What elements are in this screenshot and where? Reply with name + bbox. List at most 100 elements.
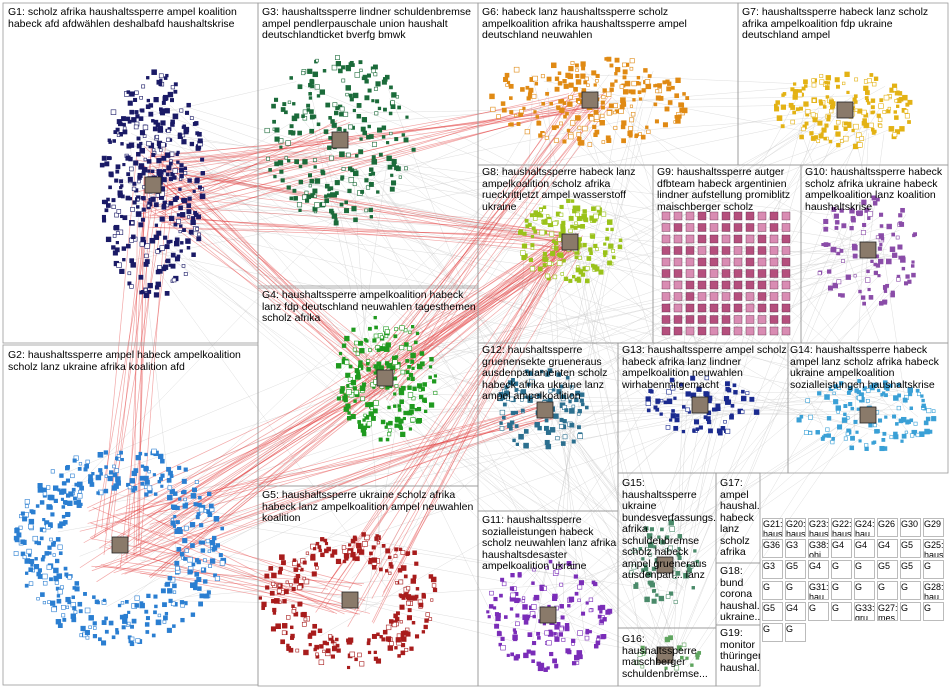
network-node bbox=[781, 280, 791, 290]
network-node bbox=[680, 655, 684, 660]
network-node bbox=[289, 124, 294, 129]
network-node bbox=[535, 371, 539, 376]
network-node bbox=[279, 554, 285, 560]
network-edge-strong bbox=[381, 236, 574, 597]
network-node bbox=[194, 480, 199, 484]
network-node bbox=[119, 179, 124, 184]
network-node bbox=[391, 180, 397, 186]
network-edge bbox=[355, 354, 673, 650]
network-node bbox=[845, 274, 851, 280]
network-node bbox=[78, 462, 83, 466]
network-node bbox=[908, 392, 913, 397]
network-node bbox=[57, 589, 63, 595]
network-node bbox=[183, 171, 188, 175]
network-edge bbox=[287, 93, 835, 574]
network-node bbox=[258, 596, 263, 600]
network-node bbox=[70, 473, 75, 479]
network-node bbox=[709, 326, 719, 336]
network-node bbox=[685, 257, 695, 267]
network-node bbox=[207, 549, 211, 553]
network-edge-strong bbox=[373, 245, 562, 624]
network-edge-strong bbox=[139, 572, 344, 596]
network-edge bbox=[659, 106, 807, 648]
network-edge bbox=[165, 136, 831, 215]
network-node bbox=[264, 127, 270, 134]
network-node bbox=[179, 108, 184, 113]
network-node bbox=[200, 157, 205, 162]
network-node bbox=[170, 601, 176, 607]
network-node bbox=[769, 257, 779, 267]
network-node bbox=[170, 504, 176, 510]
network-edge-strong bbox=[153, 385, 382, 560]
network-node bbox=[157, 144, 162, 149]
network-node bbox=[394, 547, 399, 552]
network-node bbox=[127, 176, 133, 182]
network-node bbox=[352, 386, 357, 391]
network-node bbox=[279, 169, 284, 174]
network-node bbox=[175, 565, 180, 571]
network-node bbox=[389, 131, 393, 136]
network-node bbox=[685, 391, 691, 397]
network-node bbox=[843, 436, 848, 441]
network-edge bbox=[388, 194, 682, 577]
network-node bbox=[599, 610, 603, 614]
network-node bbox=[371, 545, 376, 550]
network-node bbox=[619, 84, 624, 89]
network-node bbox=[544, 135, 549, 140]
network-node bbox=[868, 423, 873, 428]
small-group-label: G bbox=[831, 581, 852, 600]
network-node bbox=[554, 636, 560, 642]
small-group-label: G3 bbox=[762, 560, 783, 579]
network-node bbox=[489, 93, 495, 100]
network-node bbox=[36, 597, 40, 601]
network-edge-strong bbox=[133, 220, 138, 556]
network-node bbox=[901, 255, 906, 260]
network-node bbox=[568, 396, 573, 401]
network-node bbox=[391, 162, 396, 167]
network-node bbox=[137, 175, 142, 180]
network-edge-strong bbox=[167, 90, 586, 226]
network-node bbox=[677, 556, 682, 561]
network-node bbox=[393, 334, 398, 339]
network-node bbox=[692, 429, 696, 433]
network-node bbox=[53, 498, 58, 503]
network-node bbox=[128, 197, 133, 201]
network-node bbox=[341, 78, 346, 83]
network-node bbox=[571, 404, 576, 409]
network-node bbox=[320, 170, 326, 176]
network-node bbox=[196, 236, 202, 242]
network-node bbox=[522, 614, 528, 620]
network-node bbox=[526, 382, 531, 387]
network-node bbox=[432, 587, 438, 593]
network-node bbox=[98, 637, 102, 642]
network-edge bbox=[120, 181, 715, 287]
network-node bbox=[59, 489, 65, 495]
network-node bbox=[388, 111, 393, 116]
network-node bbox=[26, 548, 32, 555]
network-node bbox=[302, 115, 308, 121]
network-node bbox=[799, 134, 804, 140]
network-node bbox=[428, 365, 433, 369]
network-node bbox=[875, 235, 880, 240]
network-node bbox=[390, 173, 394, 177]
network-node bbox=[677, 114, 682, 119]
network-node bbox=[879, 98, 884, 103]
network-node bbox=[77, 601, 83, 607]
network-node bbox=[85, 635, 90, 640]
network-node bbox=[366, 367, 371, 372]
network-node bbox=[801, 126, 806, 132]
network-edge bbox=[882, 244, 906, 404]
network-edge bbox=[144, 109, 313, 214]
network-node bbox=[572, 208, 577, 214]
network-node bbox=[898, 213, 903, 218]
network-node bbox=[157, 265, 162, 270]
network-node bbox=[577, 425, 581, 430]
network-node bbox=[34, 557, 38, 561]
network-edge bbox=[337, 85, 812, 126]
network-node bbox=[353, 170, 359, 177]
network-node bbox=[37, 541, 42, 546]
network-node bbox=[387, 164, 393, 170]
network-node bbox=[882, 380, 888, 385]
network-node bbox=[308, 92, 312, 96]
network-edge bbox=[552, 396, 820, 623]
